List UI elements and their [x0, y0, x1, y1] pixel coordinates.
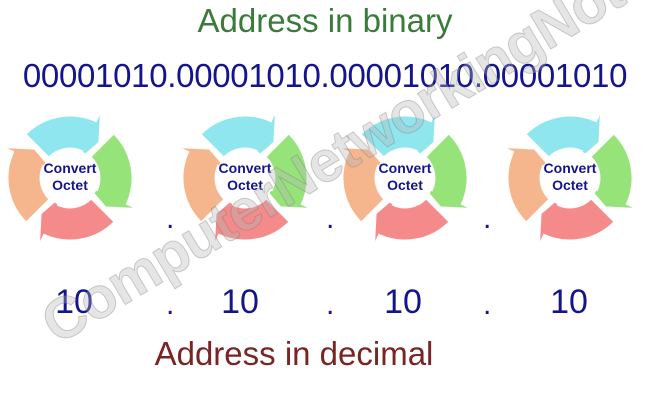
cycle-arrow-bottom: [39, 195, 115, 244]
cycle-arrow-right: [262, 133, 311, 209]
cycle-label-line-2: Octet: [227, 177, 263, 193]
cycle-label-line-2: Octet: [52, 177, 88, 193]
cycle-arrow-top: [200, 112, 276, 161]
cycle-arrow-left: [339, 147, 388, 223]
decimal-octet-4: 10: [550, 283, 588, 321]
separator-dot-upper-3: .: [483, 202, 492, 235]
decimal-octet-2: 10: [221, 283, 259, 321]
cycle-label-line-2: Octet: [552, 177, 588, 193]
cycle-arrow-left: [504, 147, 553, 223]
cycle-arrow-bottom: [214, 195, 290, 244]
cycle-label-line-1: Convert: [219, 160, 272, 176]
cycle-arrow-bottom: [539, 195, 615, 244]
cycle-label-line-1: Convert: [379, 160, 432, 176]
title-address-in-decimal: Address in decimal: [154, 335, 434, 372]
separator-dot-lower-3: .: [483, 288, 492, 321]
cycle-arrow-top: [360, 112, 436, 161]
cycle-arrow-top: [25, 112, 101, 161]
separator-dot-lower-2: .: [326, 288, 335, 321]
cycle-center: [376, 149, 434, 207]
separator-dot-upper-2: .: [326, 202, 335, 235]
cycle-center: [216, 149, 274, 207]
cycle-label-line-1: Convert: [44, 160, 97, 176]
cycle-arrow-left: [179, 147, 228, 223]
cycle-arrow-bottom: [374, 195, 450, 244]
cycle-center: [41, 149, 99, 207]
title-address-in-binary: Address in binary: [197, 2, 453, 39]
cycle-arrow-right: [87, 133, 136, 209]
cycle-label-line-1: Convert: [544, 160, 597, 176]
cycle-label-line-2: Octet: [387, 177, 423, 193]
binary-address: 00001010.00001010.00001010.00001010: [22, 57, 628, 94]
cycle-arrow-right: [422, 133, 471, 209]
cycle-arrow-top: [525, 112, 601, 161]
separator-dot-lower-1: .: [166, 288, 175, 321]
decimal-octet-3: 10: [384, 283, 422, 321]
separator-dot-upper-1: .: [166, 202, 175, 235]
cycle-arrow-left: [4, 147, 53, 223]
decimal-octet-1: 10: [55, 283, 93, 321]
cycle-center: [541, 149, 599, 207]
cycle-arrow-right: [587, 133, 636, 209]
